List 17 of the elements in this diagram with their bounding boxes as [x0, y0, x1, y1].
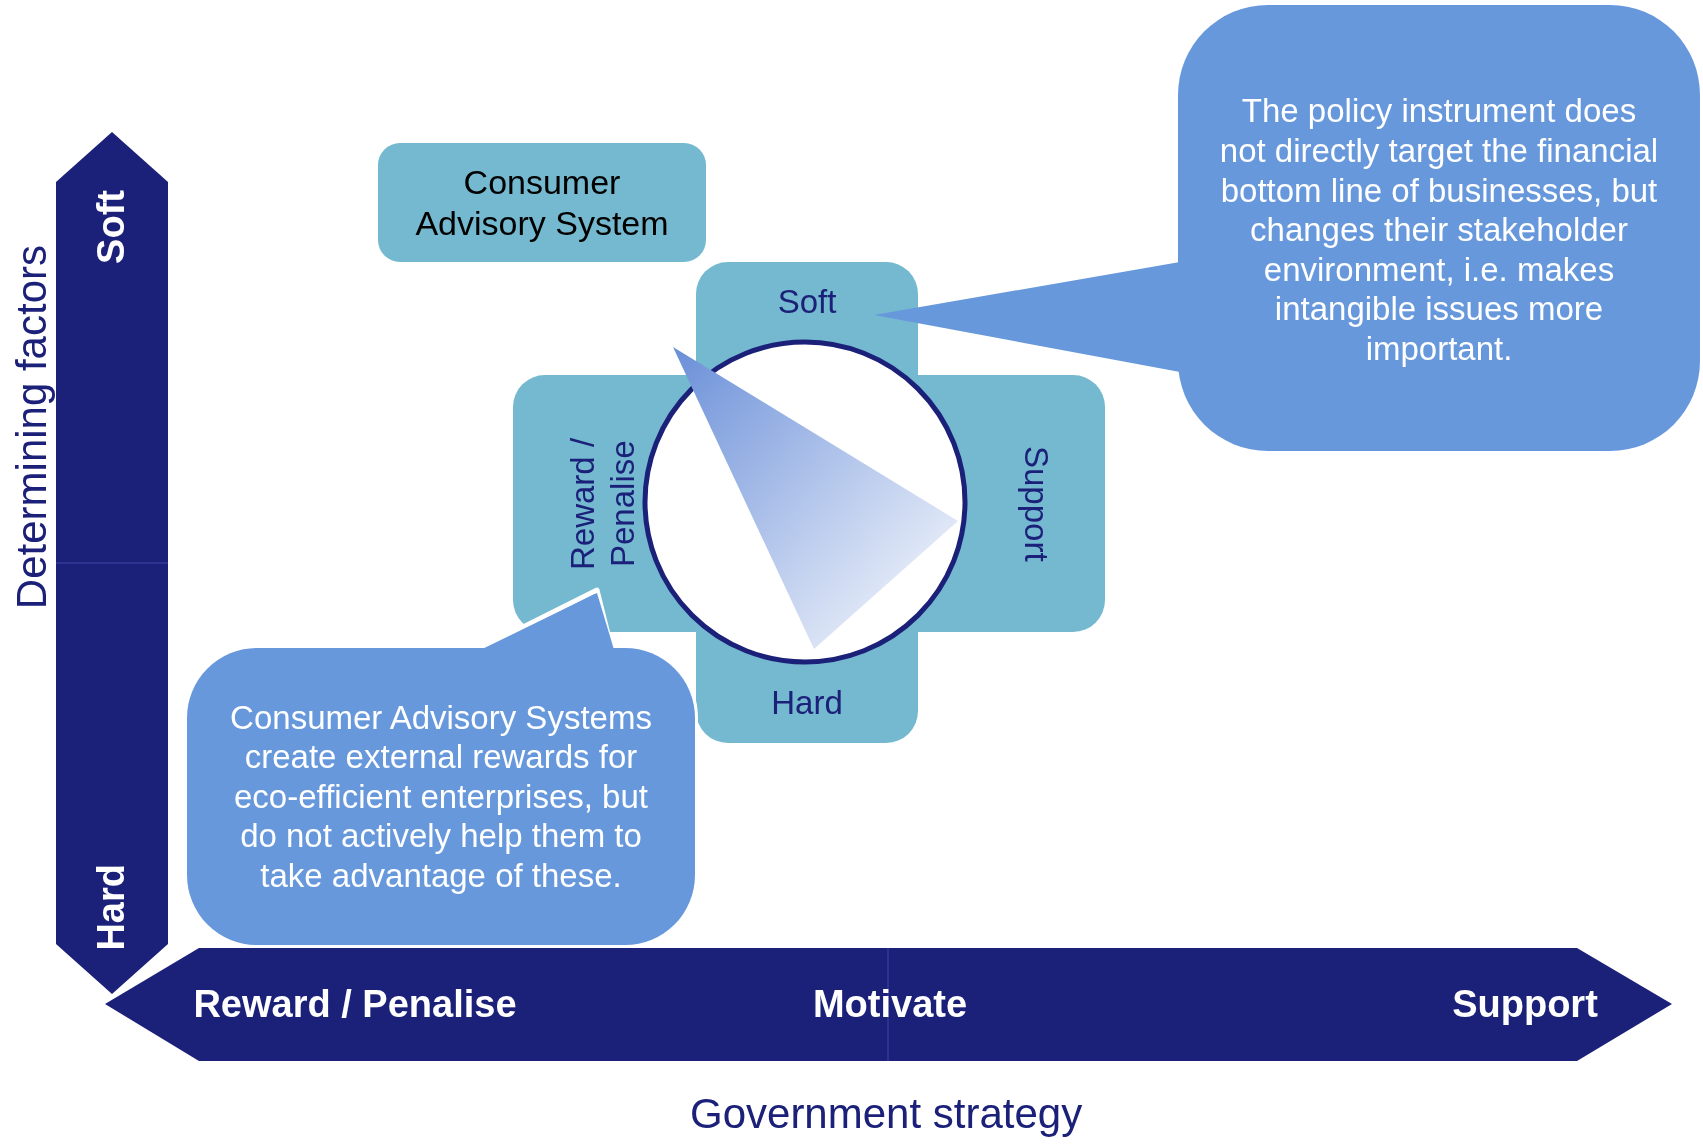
node-label: Consumer Advisory Systems create external rewards for eco-efficient enterprises, but do not actively help them to take advantage of these. [229, 697, 653, 896]
node-label: Hard [89, 863, 134, 951]
node-label: Soft [89, 190, 134, 264]
node-label: Support [1017, 445, 1057, 562]
node-label: Support [1452, 981, 1598, 1027]
horizontal-double-arrow [105, 948, 1672, 1061]
node-label: Consumer Advisory System [414, 161, 670, 244]
axis-title: Government strategy [690, 1090, 1083, 1138]
node-label: The policy instrument does not directly target the financial bottom line of businesses, but changes their stakeholder environment, i.e. makes intangible issues more important. [1218, 91, 1660, 369]
axis-title: Determining factors [8, 245, 56, 610]
node-label: Hard [771, 682, 843, 723]
node-label: Motivate [812, 981, 968, 1027]
node-label: Reward / Penalise [563, 436, 642, 572]
vertical-double-arrow [56, 132, 168, 994]
title-box [378, 143, 706, 262]
node-label: Reward / Penalise [193, 981, 517, 1027]
node-label: Soft [777, 282, 837, 322]
